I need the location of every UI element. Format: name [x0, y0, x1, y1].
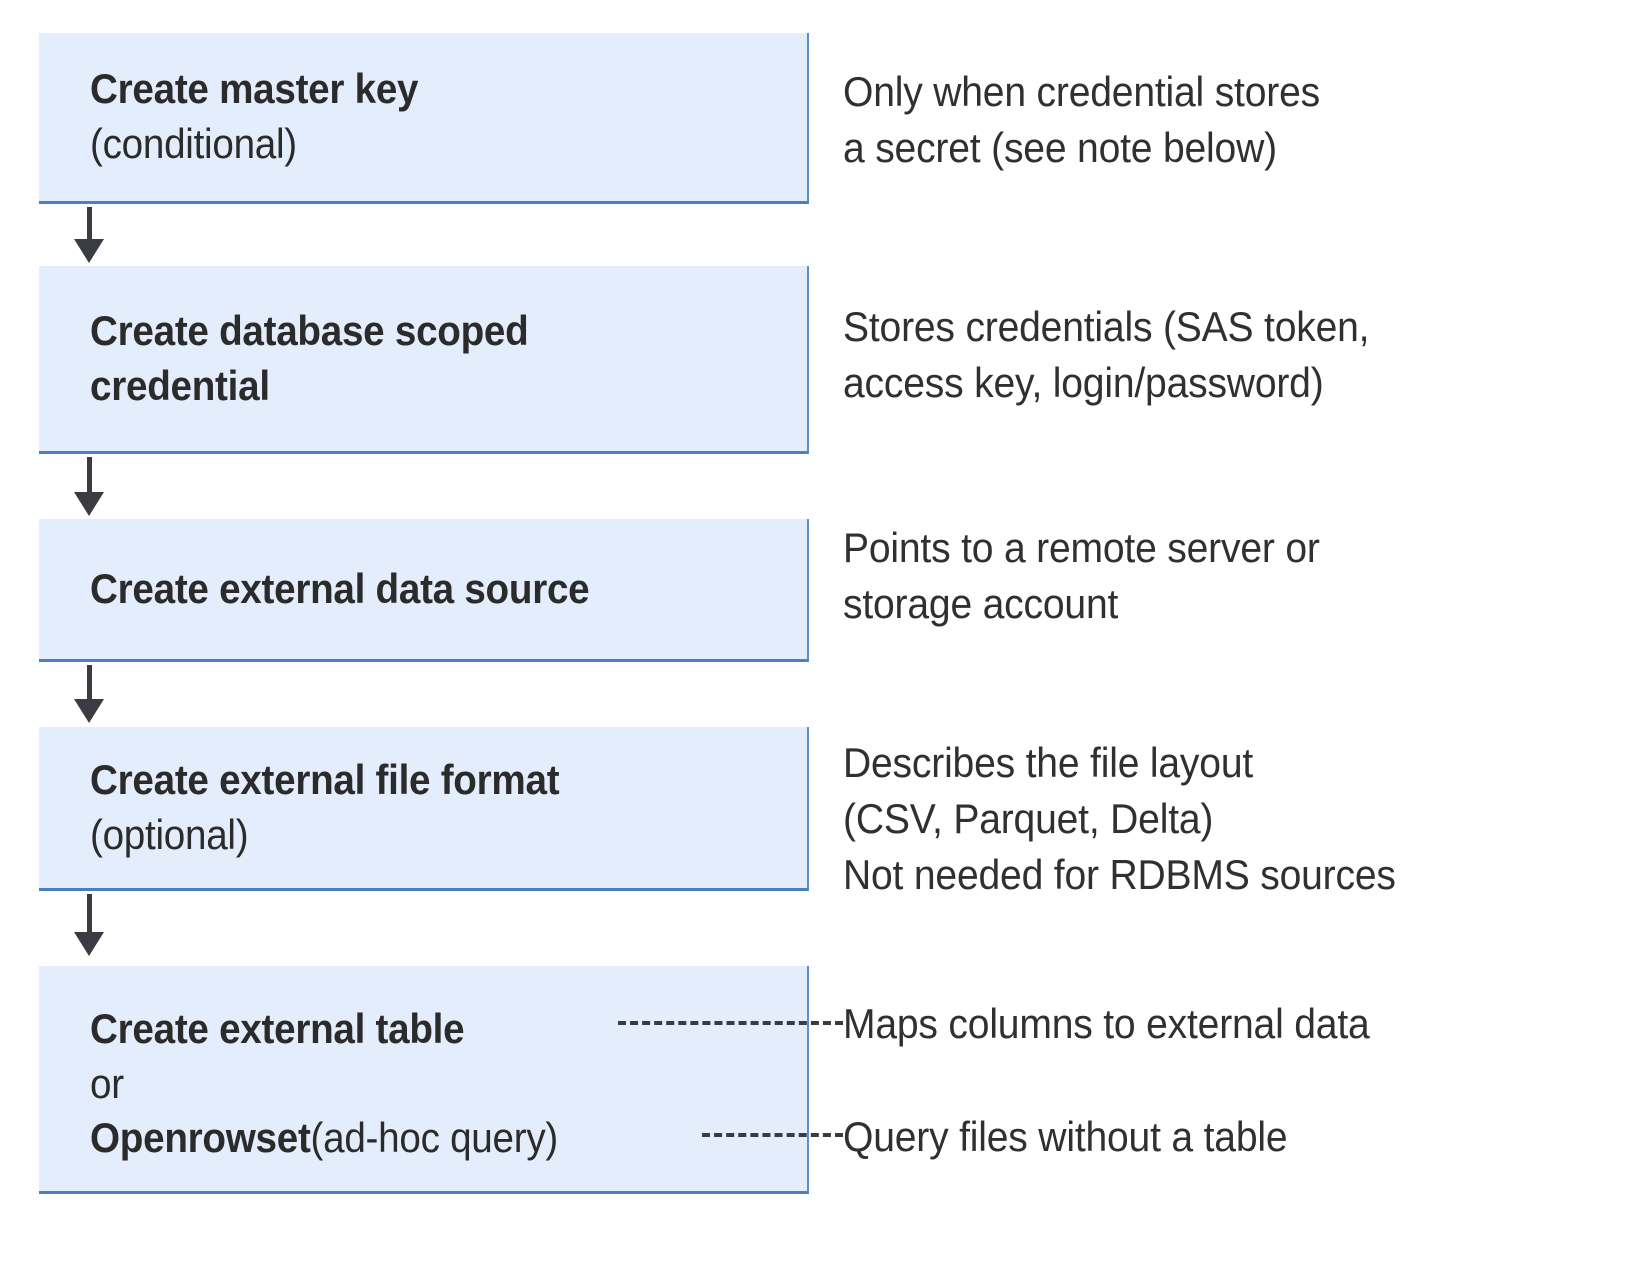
- step-5-openrowset-qualifier: (ad-hoc query): [310, 1114, 559, 1162]
- arrow-step2-to-step3: [74, 457, 104, 518]
- step-1-primary-label: Create master key: [90, 65, 419, 113]
- step-4-secondary-label: (optional): [90, 810, 249, 858]
- flow-box-create-master-key[interactable]: Create master key (conditional): [39, 33, 809, 204]
- flow-box-create-database-scoped-credential[interactable]: Create database scoped credential: [39, 266, 809, 454]
- note-step-5-line-2: Query files without a table: [843, 1113, 1288, 1160]
- dashed-connector-external-table: [618, 1021, 843, 1025]
- step-5-openrowset-label: Openrowset: [90, 1114, 311, 1162]
- note-step-4-line-1: Describes the file layout: [843, 739, 1254, 786]
- dashed-connector-openrowset: [702, 1133, 843, 1137]
- flow-box-create-external-table-or-openrowset[interactable]: Create external table or Openrowset (ad-…: [39, 966, 809, 1194]
- note-step-2-line-2: access key, login/password): [843, 359, 1324, 406]
- step-4-primary-label: Create external file format: [90, 755, 560, 803]
- step-3-primary-label: Create external data source: [90, 564, 590, 612]
- note-step-3-line-2: storage account: [843, 580, 1119, 627]
- note-step-1-line-1: Only when credential stores: [843, 68, 1320, 115]
- step-5-openrowset-row: Openrowset (ad-hoc query): [90, 1111, 750, 1166]
- arrow-step4-to-step5: [74, 894, 104, 958]
- flow-box-create-external-data-source[interactable]: Create external data source: [39, 519, 809, 662]
- flow-box-create-external-file-format[interactable]: Create external file format (optional): [39, 727, 809, 891]
- step-5-or-label: or: [90, 1059, 124, 1107]
- step-1-secondary-label: (conditional): [90, 120, 297, 167]
- step-2-secondary-label: credential: [90, 361, 270, 409]
- step-5-primary-label: Create external table: [90, 1005, 465, 1052]
- note-step-4-line-2: (CSV, Parquet, Delta): [843, 795, 1214, 842]
- note-step-3-line-1: Points to a remote server or: [843, 524, 1320, 571]
- arrow-step3-to-step4: [74, 665, 104, 724]
- note-step-2-line-1: Stores credentials (SAS token,: [843, 303, 1370, 350]
- step-2-primary-label: Create database scoped: [90, 306, 529, 354]
- note-step-1-line-2: a secret (see note below): [843, 124, 1277, 171]
- note-step-4-line-3: Not needed for RDBMS sources: [843, 851, 1396, 898]
- note-step-5-line-1: Maps columns to external data: [843, 1000, 1370, 1047]
- arrow-step1-to-step2: [74, 207, 104, 263]
